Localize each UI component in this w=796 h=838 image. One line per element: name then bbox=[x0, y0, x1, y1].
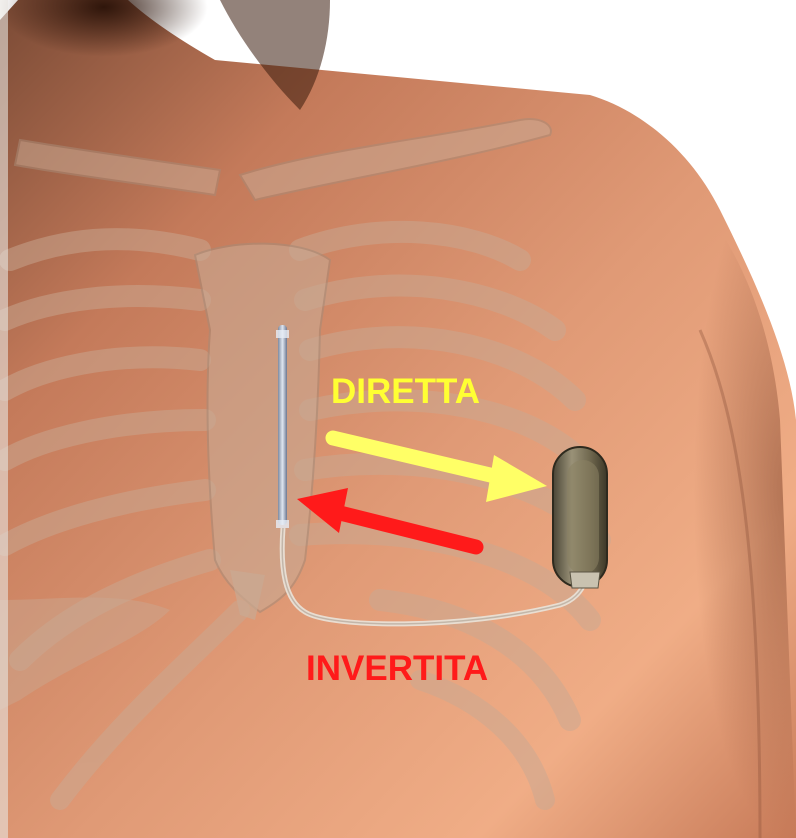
direct-label: DIRETTA bbox=[331, 374, 480, 409]
pulse-generator-device bbox=[553, 447, 607, 588]
inverse-label: INVERTITA bbox=[306, 651, 488, 686]
defibrillator-lead bbox=[278, 325, 287, 525]
